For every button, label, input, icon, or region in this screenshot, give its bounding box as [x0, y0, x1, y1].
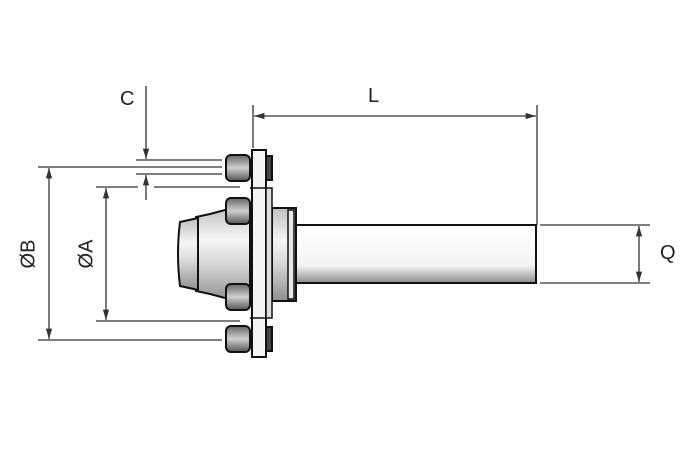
- label-L: L: [368, 85, 380, 107]
- label-Q: Q: [660, 242, 676, 264]
- label-diameter-A: ØA: [75, 239, 98, 269]
- label-C: C: [120, 88, 135, 110]
- wheel-flange: [251, 149, 267, 358]
- axle-shaft: [295, 224, 537, 284]
- wheel-nuts: [225, 154, 273, 353]
- label-diameter-B: ØB: [17, 239, 40, 269]
- hub-cap: [177, 216, 199, 292]
